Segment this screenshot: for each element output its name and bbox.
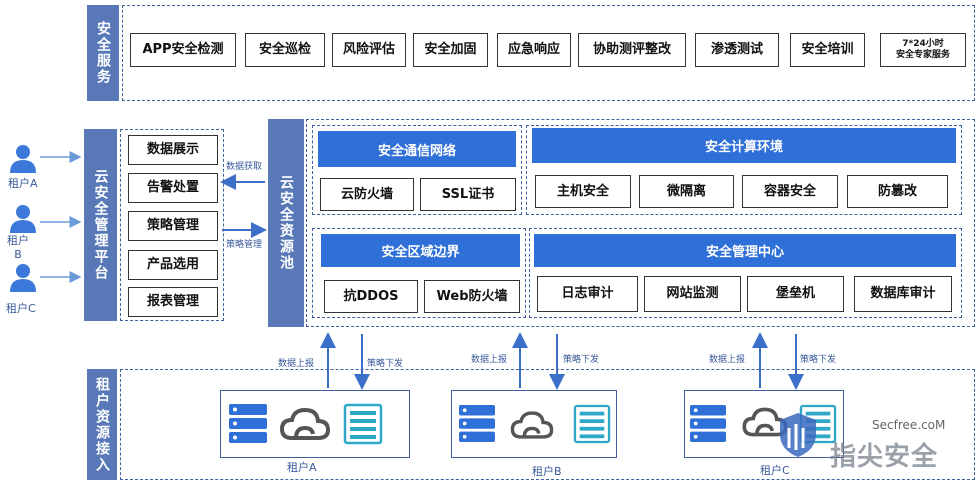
website-monitoring[interactable]: 网站监测 bbox=[644, 276, 741, 312]
anti-ddos[interactable]: 抗DDOS bbox=[324, 280, 418, 313]
server-rack-icon bbox=[459, 405, 495, 442]
security-services-panel bbox=[122, 5, 975, 101]
anti-tamper[interactable]: 防篡改 bbox=[847, 175, 948, 208]
secure-region-boundary-title: 安全区域边界 bbox=[321, 234, 520, 267]
web-firewall[interactable]: Web防火墙 bbox=[424, 280, 520, 313]
uplink-a-up: 数据上报 bbox=[278, 359, 315, 369]
service-assessment-rectify[interactable]: 协助测评整改 bbox=[578, 33, 686, 67]
resource-pool-label: 云安全资源池 bbox=[268, 119, 304, 327]
platform-product-select[interactable]: 产品选用 bbox=[128, 250, 218, 280]
uplink-c-down: 策略下发 bbox=[800, 355, 837, 365]
resource-pool-panel bbox=[306, 119, 975, 327]
uplink-c-up: 数据上报 bbox=[709, 355, 746, 365]
flow-data-fetch-label: 数据获取 bbox=[226, 162, 263, 172]
tenant-a-person-icon bbox=[10, 145, 36, 173]
storage-server-icon bbox=[573, 404, 611, 444]
service-inspection[interactable]: 安全巡检 bbox=[245, 33, 325, 67]
watermark-shield-icon bbox=[780, 413, 816, 457]
platform-data-display[interactable]: 数据展示 bbox=[128, 135, 218, 165]
host-security[interactable]: 主机安全 bbox=[535, 175, 631, 208]
platform-report-mgmt[interactable]: 报表管理 bbox=[128, 287, 218, 317]
database-audit[interactable]: 数据库审计 bbox=[854, 276, 952, 312]
bastion-host[interactable]: 堡垒机 bbox=[747, 276, 844, 312]
service-pentest[interactable]: 渗透测试 bbox=[695, 33, 779, 67]
tenant-c-person-icon bbox=[10, 264, 36, 292]
tenant-c-label-bottom: 租户C bbox=[760, 464, 790, 477]
cloud-icon bbox=[510, 411, 554, 439]
tenant-a-label-bottom: 租户A bbox=[287, 461, 317, 474]
ssl-certificate[interactable]: SSL证书 bbox=[420, 178, 516, 211]
platform-policy-mgmt[interactable]: 策略管理 bbox=[128, 211, 218, 241]
container-security[interactable]: 容器安全 bbox=[742, 175, 838, 208]
security-services-label: 安全服务 bbox=[87, 5, 119, 101]
management-platform-label: 云安全管理平台 bbox=[84, 129, 117, 321]
service-app-check[interactable]: APP安全检测 bbox=[130, 33, 236, 67]
flow-policy-mgmt-label: 策略管理 bbox=[226, 240, 263, 250]
cloud-firewall[interactable]: 云防火墙 bbox=[320, 178, 414, 211]
server-rack-icon bbox=[690, 405, 726, 442]
service-expert-247[interactable]: 7*24小时 安全专家服务 bbox=[880, 33, 966, 67]
uplink-b-up: 数据上报 bbox=[471, 355, 508, 365]
secure-comm-network-title: 安全通信网络 bbox=[318, 131, 516, 167]
tenant-access-label: 租户资源接入 bbox=[87, 369, 117, 480]
secure-compute-env-panel bbox=[526, 125, 962, 215]
tenant-b-label-bottom: 租户B bbox=[532, 465, 562, 478]
watermark-site: Secfree.coM bbox=[872, 418, 946, 432]
tenant-b-label-left: 租户B bbox=[7, 234, 29, 261]
service-risk-assessment[interactable]: 风险评估 bbox=[332, 33, 406, 67]
tenant-access-panel bbox=[120, 369, 975, 480]
secure-compute-env-title: 安全计算环境 bbox=[532, 128, 956, 163]
service-hardening[interactable]: 安全加固 bbox=[413, 33, 488, 67]
server-rack-icon bbox=[229, 404, 267, 443]
service-emergency-response[interactable]: 应急响应 bbox=[497, 33, 571, 67]
secure-comm-network-panel bbox=[312, 125, 522, 215]
micro-segmentation[interactable]: 微隔离 bbox=[639, 175, 734, 208]
tenant-b-person-icon bbox=[10, 205, 36, 233]
secure-mgmt-center-panel bbox=[529, 228, 962, 318]
tenant-c-label-left: 租户C bbox=[6, 302, 36, 315]
management-platform-panel bbox=[120, 129, 224, 321]
tenant-a-label-left: 租户A bbox=[8, 177, 38, 190]
cloud-icon bbox=[279, 407, 331, 440]
watermark-brand: 指尖安全 bbox=[830, 442, 939, 472]
service-training[interactable]: 安全培训 bbox=[790, 33, 865, 67]
uplink-a-down: 策略下发 bbox=[367, 359, 404, 369]
uplink-b-down: 策略下发 bbox=[563, 355, 600, 365]
secure-mgmt-center-title: 安全管理中心 bbox=[534, 234, 956, 267]
log-audit[interactable]: 日志审计 bbox=[537, 276, 638, 312]
storage-server-icon bbox=[343, 403, 383, 445]
secure-region-boundary-panel bbox=[312, 228, 526, 318]
platform-alert-handling[interactable]: 告警处置 bbox=[128, 173, 218, 203]
